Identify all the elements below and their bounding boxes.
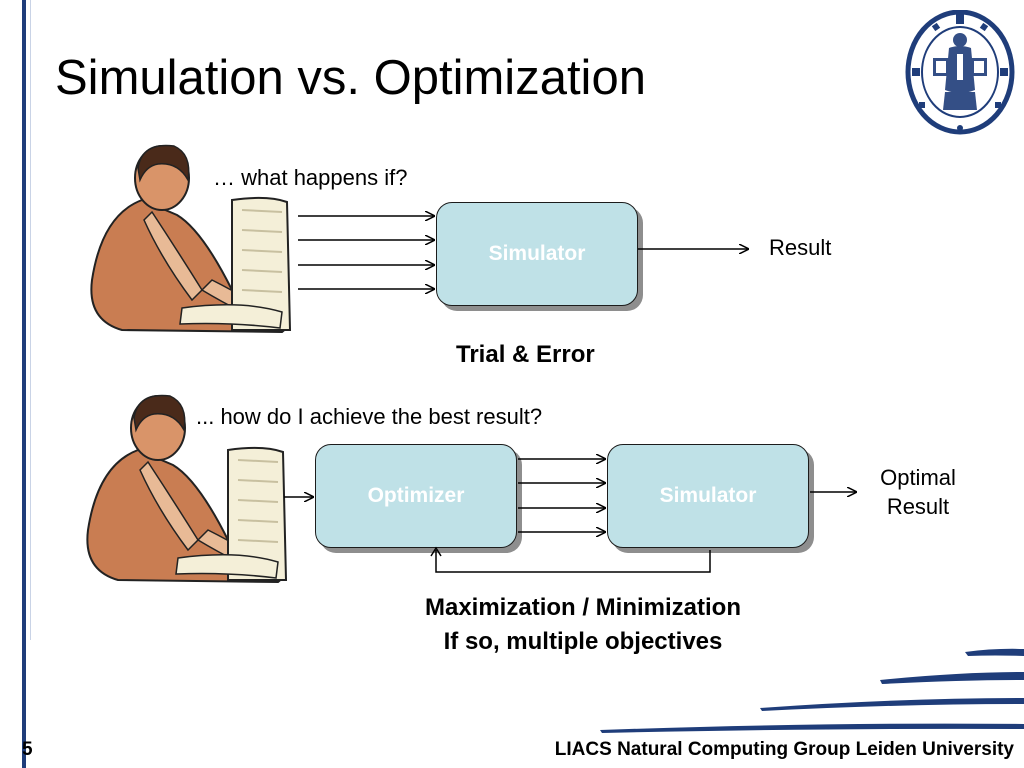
optimal-result-line2: Result (886, 494, 950, 519)
bottom-simulator-box: Simulator (607, 444, 809, 548)
top-simulator-box: Simulator (436, 202, 638, 306)
bottom-caption: Maximization / Minimization If so, multi… (383, 591, 783, 659)
feedback-loop-arrowhead (430, 546, 442, 557)
optimal-result-line1: Optimal (880, 465, 956, 490)
left-accent-bar (22, 0, 26, 768)
top-question: … what happens if? (213, 165, 408, 190)
top-result-label: Result (769, 235, 832, 260)
left-accent-line (30, 0, 31, 640)
person-at-computer-icon (90, 144, 292, 334)
optimal-result-label: Optimal Result (863, 463, 973, 521)
footer-text: LIACS Natural Computing Group Leiden Uni… (554, 739, 1014, 760)
top-simulator-label: Simulator (488, 242, 586, 265)
top-caption: Trial & Error (456, 341, 595, 368)
page-number: 5 (22, 739, 33, 760)
university-seal-icon (905, 10, 1015, 135)
optimizer-label: Optimizer (367, 484, 465, 507)
bottom-question: ... how do I achieve the best result? (196, 404, 543, 429)
person-at-computer-icon-2 (86, 394, 288, 584)
bottom-simulator-label: Simulator (659, 484, 757, 507)
bottom-caption-line1: Maximization / Minimization (424, 594, 742, 621)
optimizer-box: Optimizer (315, 444, 517, 548)
decorative-swoosh (600, 648, 1024, 733)
feedback-loop-line (435, 550, 711, 573)
bottom-caption-line2: If so, multiple objectives (443, 628, 723, 655)
slide-title: Simulation vs. Optimization (55, 51, 646, 105)
